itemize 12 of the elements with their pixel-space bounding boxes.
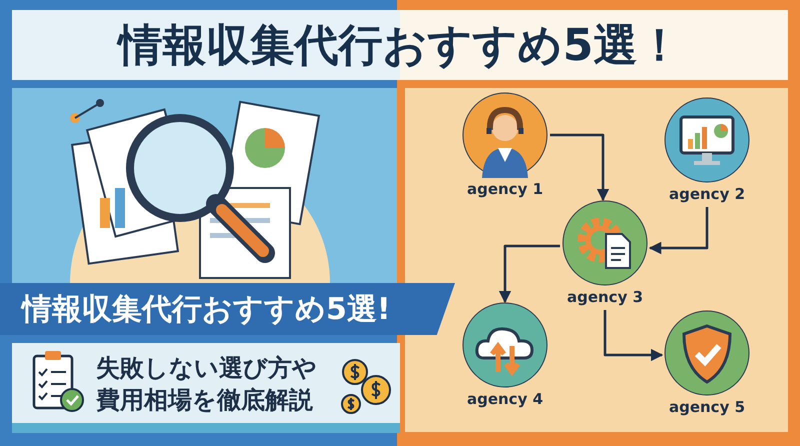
arrow: [648, 207, 708, 254]
node-label: agency 1: [466, 180, 544, 198]
node-label: agency 5: [668, 398, 746, 416]
subtitle: 情報収集代行おすすめ5選!: [22, 290, 391, 328]
node-label: agency 2: [668, 185, 746, 203]
arrow: [550, 134, 610, 202]
title: 情報収集代行おすすめ5選！: [118, 18, 682, 72]
arrow: [498, 244, 560, 304]
description: 失敗しない選び方や費用相場を徹底解説: [96, 353, 318, 416]
arrow: [604, 310, 664, 362]
node-label: agency 3: [566, 288, 644, 306]
node-label: agency 4: [466, 390, 544, 408]
